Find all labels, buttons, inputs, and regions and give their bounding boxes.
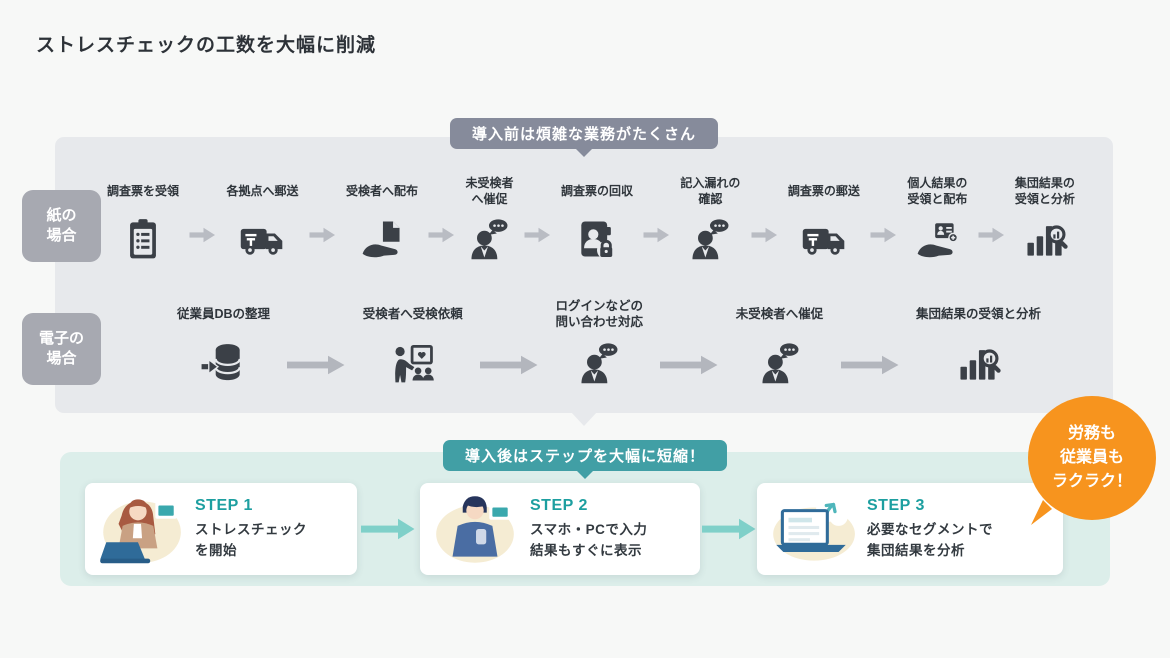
flow-arrow-icon <box>841 355 899 375</box>
flow-arrow-icon <box>978 227 1005 243</box>
before-badge-text: 導入前は煩雑な業務がたくさん <box>471 126 697 143</box>
bubble-tail-icon <box>1031 500 1052 525</box>
electronic-step-5-label: 集団結果の受領と分析 <box>915 306 1041 321</box>
paper-step-3: 受検者へ配布 <box>346 173 418 265</box>
step-3-text: STEP 3 必要なセグメントで 集団結果を分析 <box>859 497 1055 561</box>
paper-step-4: 未受検者 へ催促 <box>465 173 513 265</box>
step-card-2: STEP 2 スマホ・PCで入力 結果もすぐに表示 <box>420 483 700 575</box>
electronic-step-3: ログインなどの 問い合わせ対応 <box>555 293 644 389</box>
flow-arrow-icon <box>428 227 455 243</box>
before-panel: 導入前は煩雑な業務がたくさん 紙の 場合 電子の 場合 調査票を受領 各拠点へ郵… <box>22 118 1113 426</box>
electronic-step-4-label: 未受検者へ催促 <box>735 306 824 321</box>
man-phone-illustration <box>436 496 514 563</box>
paper-step-1-label: 調査票を受領 <box>107 184 180 199</box>
step-2-heading: STEP 2 <box>530 497 588 515</box>
before-badge-pointer-icon <box>574 148 593 157</box>
chart-magnifier-icon <box>954 337 1002 389</box>
paper-step-7-label: 調査票の郵送 <box>787 184 860 199</box>
delivery-van-icon <box>800 213 848 265</box>
paper-step-8: 個人結果の 受領と配布 <box>907 173 967 265</box>
flow-arrow-icon <box>287 355 345 375</box>
flow-arrow-icon <box>524 227 551 243</box>
after-panel: 導入後はステップを大幅に短縮！ STEP 1 ストレスチェック を開始 <box>60 440 1110 586</box>
flow-arrow-icon <box>480 355 538 375</box>
electronic-case-label: 電子の 場合 <box>22 313 101 385</box>
paper-step-1: 調査票を受領 <box>107 173 179 265</box>
flow-arrow-icon <box>870 227 897 243</box>
binder-lock-icon <box>573 213 621 265</box>
paper-step-6-label: 記入漏れの 確認 <box>680 176 741 206</box>
step-1-description: ストレスチェック を開始 <box>195 522 307 558</box>
paper-step-4-label: 未受検者 へ催促 <box>465 176 514 206</box>
electronic-step-2: 受検者へ受検依頼 <box>363 293 463 389</box>
presenter-board-icon <box>389 337 437 389</box>
flow-arrow-icon <box>643 227 670 243</box>
before-badge: 導入前は煩雑な業務がたくさん <box>449 118 719 157</box>
clipboard-icon <box>119 213 167 265</box>
electronic-step-3-label: ログインなどの 問い合わせ対応 <box>555 298 644 329</box>
electronic-step-4: 未受検者へ催促 <box>735 293 824 389</box>
delivery-van-icon <box>238 213 286 265</box>
electronic-step-1: 従業員DBの整理 <box>177 293 270 389</box>
woman-laptop-illustration <box>100 499 181 564</box>
paper-step-2-label: 各拠点へ郵送 <box>226 184 299 199</box>
step-3-heading: STEP 3 <box>867 497 925 515</box>
paper-step-5: 調査票の回収 <box>561 173 633 265</box>
flow-arrow-icon <box>660 355 718 375</box>
paper-step-8-label: 個人結果の 受領と配布 <box>907 176 968 206</box>
hand-document-icon <box>358 213 406 265</box>
step-1-heading: STEP 1 <box>195 497 253 515</box>
database-icon <box>200 337 248 389</box>
step-2-description: スマホ・PCで入力 結果もすぐに表示 <box>530 522 648 558</box>
paper-step-9: 集団結果の 受領と分析 <box>1015 173 1075 265</box>
hand-card-icon <box>913 213 961 265</box>
flow-arrow-icon <box>751 227 778 243</box>
after-badge-text: 導入後はステップを大幅に短縮！ <box>464 448 706 465</box>
after-badge-pointer-icon <box>575 470 594 479</box>
paper-step-6: 記入漏れの 確認 <box>680 173 740 265</box>
step-arrow-icon <box>361 518 415 540</box>
paper-flow: 調査票を受領 各拠点へ郵送 受検者へ配布 未受検者 へ催促 調査票の回収 記入漏… <box>107 173 1075 265</box>
step-1-text: STEP 1 ストレスチェック を開始 <box>187 497 349 561</box>
person-chat-icon <box>686 213 734 265</box>
flow-arrow-icon <box>189 227 216 243</box>
electronic-flow: 従業員DBの整理 受検者へ受検依頼 ログインなどの 問い合わせ対応 未受検者へ催… <box>177 293 1041 389</box>
step-2-text: STEP 2 スマホ・PCで入力 結果もすぐに表示 <box>522 497 692 561</box>
paper-step-5-label: 調査票の回収 <box>560 184 633 199</box>
step-card-1: STEP 1 ストレスチェック を開始 <box>85 483 357 575</box>
before-panel-pointer-icon <box>571 412 597 426</box>
chart-magnifier-icon <box>1021 213 1069 265</box>
flow-arrow-icon <box>309 227 336 243</box>
electronic-step-2-label: 受検者へ受検依頼 <box>362 306 463 321</box>
paper-step-7: 調査票の郵送 <box>788 173 860 265</box>
paper-step-9-label: 集団結果の 受領と分析 <box>1014 176 1075 206</box>
page-title: ストレスチェックの工数を大幅に削減 <box>36 35 377 56</box>
paper-step-2: 各拠点へ郵送 <box>226 173 299 265</box>
person-chat-icon <box>575 337 623 389</box>
benefit-bubble: 労務も 従業員も ラクラク！ <box>1028 396 1156 525</box>
paper-case-label: 紙の 場合 <box>22 190 101 262</box>
after-badge: 導入後はステップを大幅に短縮！ <box>442 440 728 479</box>
step-3-description: 必要なセグメントで 集団結果を分析 <box>867 522 993 558</box>
person-chat-icon <box>756 337 804 389</box>
step-arrow-icon <box>702 518 756 540</box>
electronic-step-1-label: 従業員DBの整理 <box>177 306 271 321</box>
paper-step-3-label: 受検者へ配布 <box>345 184 418 199</box>
person-chat-icon <box>465 213 513 265</box>
benefit-bubble-text: 労務も 従業員も ラクラク！ <box>1051 425 1132 490</box>
electronic-step-5: 集団結果の受領と分析 <box>916 293 1041 389</box>
laptop-chart-illustration <box>773 497 855 561</box>
step-card-3: STEP 3 必要なセグメントで 集団結果を分析 <box>757 483 1063 575</box>
